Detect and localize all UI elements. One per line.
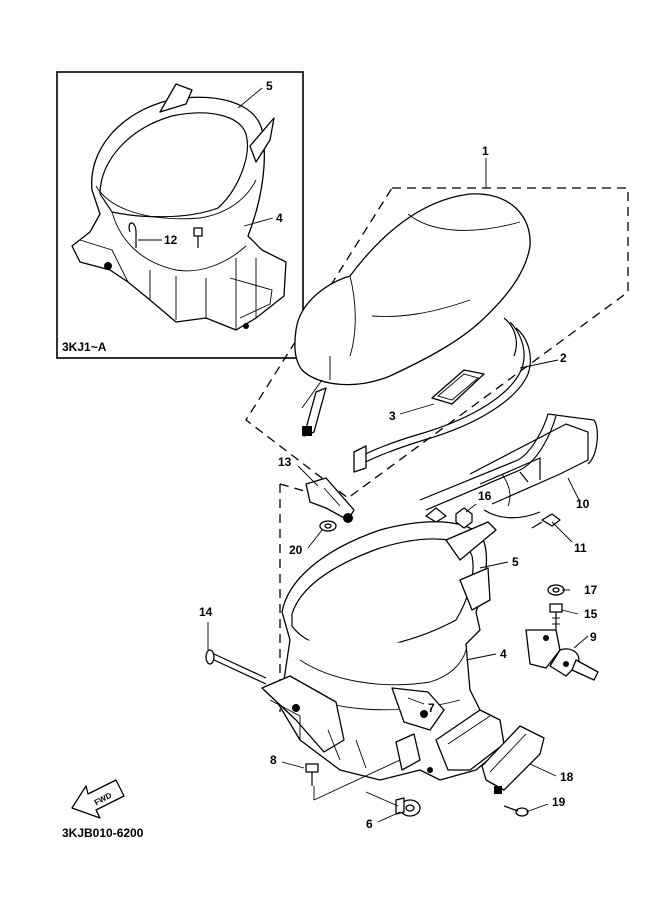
fwd-arrow-icon: FWD [71, 779, 125, 819]
drawing-number: 3KJB010-6200 [62, 826, 144, 840]
bolt-14 [205, 622, 267, 685]
seat-pad [431, 369, 485, 405]
callout-20: 20 [289, 543, 303, 557]
callout-inset-5: 5 [266, 79, 273, 93]
bolt-8 [305, 759, 401, 801]
grommet-6 [365, 791, 421, 817]
callout-6: 6 [366, 817, 373, 831]
callout-9: 9 [590, 630, 597, 644]
callout-14: 14 [199, 605, 213, 619]
callout-16: 16 [478, 489, 492, 503]
callout-1: 1 [482, 144, 489, 158]
lock-9 [525, 629, 599, 681]
callout-4: 4 [500, 647, 507, 661]
callout-12: 12 [164, 233, 178, 247]
callout-19: 19 [552, 795, 566, 809]
callout-5: 5 [512, 555, 519, 569]
nut-16 [455, 507, 473, 529]
washer-17 [547, 584, 565, 596]
bracket-18 [481, 725, 545, 794]
callout-7: 7 [428, 701, 435, 715]
seat-seal [353, 317, 531, 473]
callout-8: 8 [270, 753, 277, 767]
callout-3: 3 [389, 409, 396, 423]
storage-box [261, 521, 505, 781]
washer-20 [319, 520, 337, 532]
screw-19 [503, 805, 529, 817]
callout-13: 13 [278, 455, 292, 469]
inset-storage-box [71, 83, 287, 331]
leader-lines [281, 158, 589, 823]
seat [294, 193, 531, 437]
callout-10: 10 [576, 497, 590, 511]
bolt-11 [531, 513, 561, 529]
callout-2: 2 [560, 351, 567, 365]
seat-hinge [305, 477, 355, 523]
callout-11: 11 [574, 541, 587, 555]
callout-17: 17 [584, 583, 598, 597]
callout-18: 18 [560, 770, 574, 784]
callout-15: 15 [584, 607, 598, 621]
luggage-rail [419, 413, 598, 523]
inset-label: 3KJ1~A [62, 340, 107, 354]
inset-panel: 5 4 12 3KJ1~A [56, 71, 304, 359]
callout-inset-4: 4 [276, 211, 283, 225]
stud-15 [549, 603, 563, 630]
